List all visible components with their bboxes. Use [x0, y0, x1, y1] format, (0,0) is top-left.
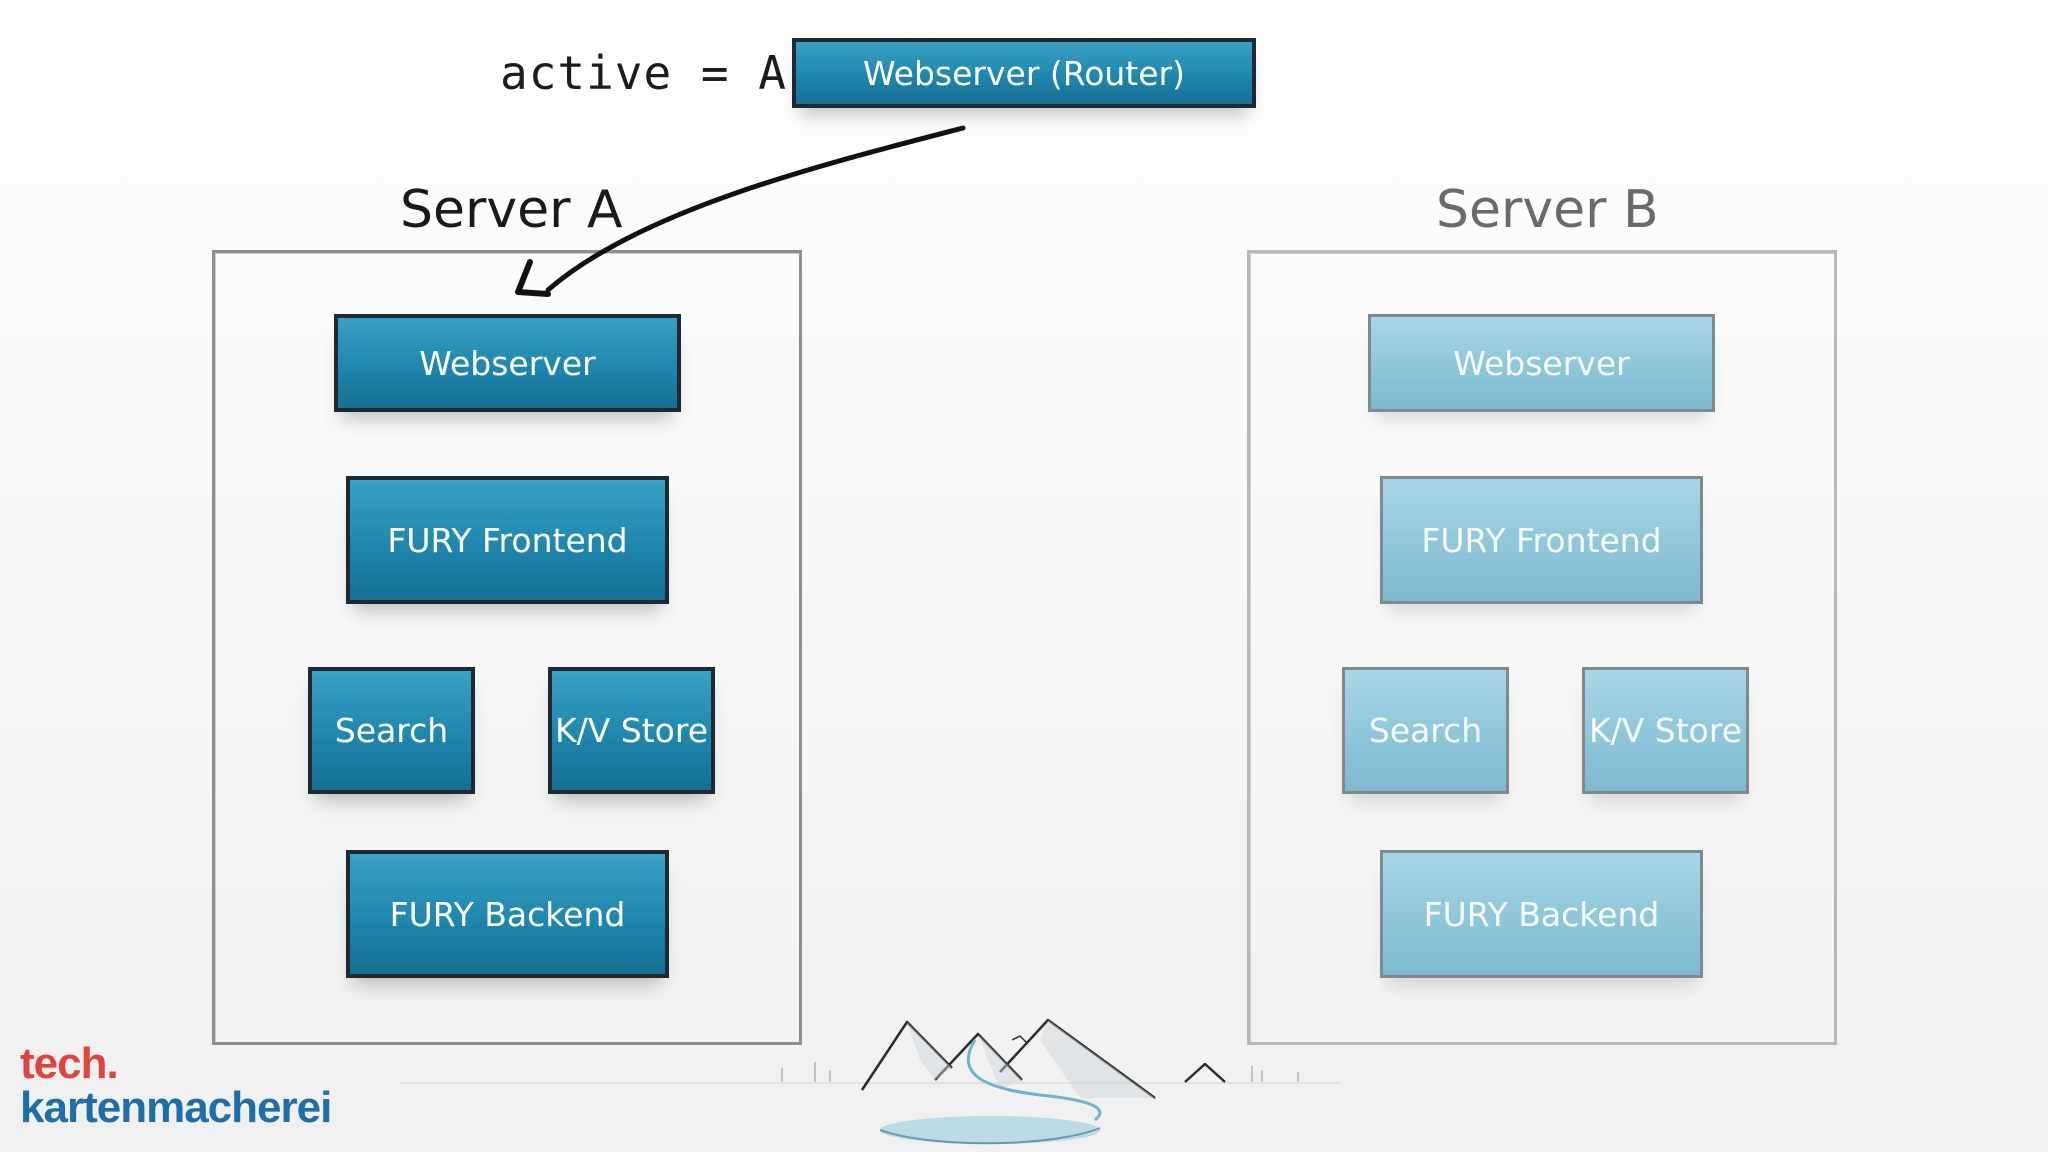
trees-decoration [781, 1062, 1299, 1082]
server-a-frontend-node: FURY Frontend [346, 476, 669, 604]
logo-line-1: tech. [20, 1039, 119, 1088]
server-b-title: Server B [1436, 180, 1659, 240]
router-webserver-node: Webserver (Router) [792, 38, 1256, 108]
server-b-webserver-node: Webserver [1368, 314, 1715, 412]
server-a-webserver-node: Webserver [334, 314, 681, 412]
server-a-search-node: Search [308, 667, 475, 794]
logo-line-2: kartenmacherei [20, 1083, 332, 1132]
mountains-decoration [860, 1018, 1226, 1100]
server-a-backend-node: FURY Backend [346, 850, 669, 978]
server-b-search-node: Search [1342, 667, 1509, 794]
server-a-box [212, 250, 802, 1045]
river-decoration [966, 1039, 1102, 1122]
routing-arrow [545, 125, 966, 293]
server-b-box [1247, 250, 1837, 1045]
server-a-kv-store-node: K/V Store [548, 667, 715, 794]
mountain-shading [907, 1020, 1155, 1098]
routing-arrow-head [515, 259, 551, 297]
logo: tech. kartenmacherei [20, 1039, 332, 1132]
server-b-backend-node: FURY Backend [1380, 850, 1703, 978]
active-label: active = A [500, 46, 787, 100]
lake-decoration [880, 1116, 1100, 1144]
server-a-title: Server A [400, 180, 623, 240]
server-b-frontend-node: FURY Frontend [1380, 476, 1703, 604]
server-b-kv-store-node: K/V Store [1582, 667, 1749, 794]
